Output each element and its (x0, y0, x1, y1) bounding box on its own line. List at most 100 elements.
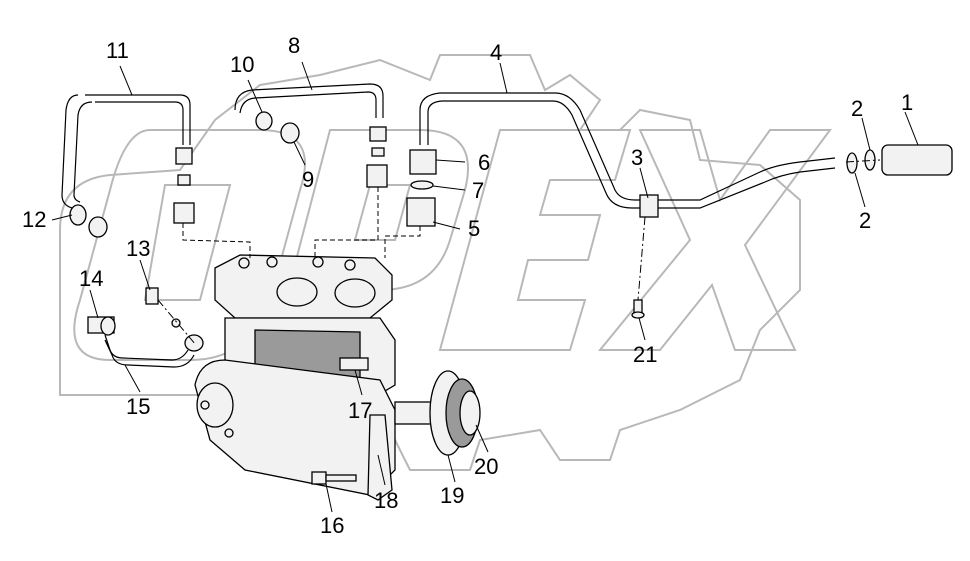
screw-21 (631, 299, 645, 319)
head-bolt (238, 257, 250, 269)
leader-lines (51, 61, 919, 513)
leader-8 (301, 61, 313, 91)
outlet-boss (334, 278, 376, 308)
fitting-10 (255, 111, 273, 131)
callout-15: 15 (126, 394, 150, 419)
fitting-13 (145, 287, 159, 305)
drive-gear-group (429, 370, 481, 456)
gear-hub (459, 390, 481, 436)
leader-11 (119, 65, 133, 96)
leader-9 (293, 141, 306, 166)
fitting-8-mid (371, 147, 385, 157)
callout-20: 20 (474, 454, 498, 479)
callout-21: 21 (633, 342, 657, 367)
leader-14 (89, 289, 99, 319)
pipe-11 (61, 94, 191, 209)
fitting-14-nut (100, 316, 116, 336)
leader-12 (51, 214, 73, 221)
nut-12 (69, 204, 87, 226)
fitting-6 (409, 149, 437, 175)
leader-2a (861, 117, 871, 151)
leader-18 (377, 454, 386, 486)
flange-bolt (224, 428, 234, 438)
leader-5 (432, 221, 461, 230)
callout-6: 6 (478, 150, 490, 175)
bolt-head (311, 471, 327, 485)
watermark-gear-outline (59, 54, 801, 471)
compressor-assembly (194, 254, 436, 501)
outlet-boss (276, 277, 318, 307)
callout-17: 17 (348, 398, 372, 423)
callout-1: 1 (901, 90, 913, 115)
callout-10: 10 (230, 52, 254, 77)
head-bolt (266, 256, 278, 268)
callout-8: 8 (288, 33, 300, 58)
head-bolt (312, 256, 324, 268)
flange-front (196, 382, 234, 428)
bracket-18 (367, 414, 393, 501)
callout-13: 13 (126, 236, 150, 261)
leader-21 (638, 317, 646, 341)
leader-13 (139, 259, 151, 291)
dashdot-line (637, 216, 646, 301)
leader-1 (904, 111, 919, 146)
callout-7: 7 (472, 178, 484, 203)
pipe-8 (234, 83, 384, 118)
fitting-11-bottom (173, 202, 195, 224)
dashdot-line (845, 159, 881, 163)
nut-12b (88, 216, 108, 238)
callout-14: 14 (79, 266, 103, 291)
leader-17 (354, 369, 363, 396)
callout-4: 4 (490, 40, 502, 65)
washer-7 (410, 180, 434, 190)
dashdot-line (157, 299, 197, 346)
screw-21-head (631, 311, 645, 319)
clamp-3 (639, 194, 659, 218)
callout-16: 16 (320, 513, 344, 538)
dash-line (182, 223, 251, 258)
flange-bolt (200, 400, 210, 410)
pipe-4 (419, 92, 836, 209)
fitting-9 (280, 122, 300, 144)
drive-shaft (394, 401, 436, 425)
callout-5: 5 (468, 216, 480, 241)
leader-3 (639, 167, 649, 199)
bolt-shank (325, 474, 357, 482)
callout-2-top: 2 (851, 96, 863, 121)
fitting-5 (406, 197, 436, 227)
callout-labels: 1 2 2 3 4 5 6 7 8 9 10 11 12 13 14 15 16… (22, 33, 913, 538)
fitting-12 (69, 204, 108, 238)
leader-10 (247, 79, 263, 113)
leader-7 (432, 185, 466, 191)
leader-2b (854, 172, 866, 208)
union-15 (184, 334, 204, 352)
fitting-8-bottom (366, 164, 388, 188)
leader-19 (447, 454, 456, 483)
crankcase (194, 359, 396, 496)
assembly-lines (157, 159, 881, 346)
callout-11: 11 (106, 38, 129, 63)
callout-9: 9 (302, 167, 314, 192)
fitting-11-mid (177, 174, 191, 186)
callout-19: 19 (440, 483, 464, 508)
head-bolt (344, 259, 356, 271)
watermark-letter-e (438, 129, 632, 351)
fitting-8-top (369, 126, 387, 142)
hose-1 (881, 144, 953, 176)
clamp-2a (846, 152, 858, 174)
leader-20 (475, 424, 489, 453)
callout-12: 12 (22, 207, 46, 232)
bolt-16 (311, 471, 357, 485)
dash-line (384, 226, 421, 258)
callout-2-bottom: 2 (859, 208, 871, 233)
callout-18: 18 (374, 488, 398, 513)
leader-15 (124, 364, 141, 393)
pipe-15 (104, 334, 195, 368)
leader-6 (435, 159, 466, 163)
dash-line (314, 187, 379, 258)
leader-16 (325, 483, 333, 513)
valve-part-17 (339, 357, 369, 371)
callout-3: 3 (631, 145, 643, 170)
